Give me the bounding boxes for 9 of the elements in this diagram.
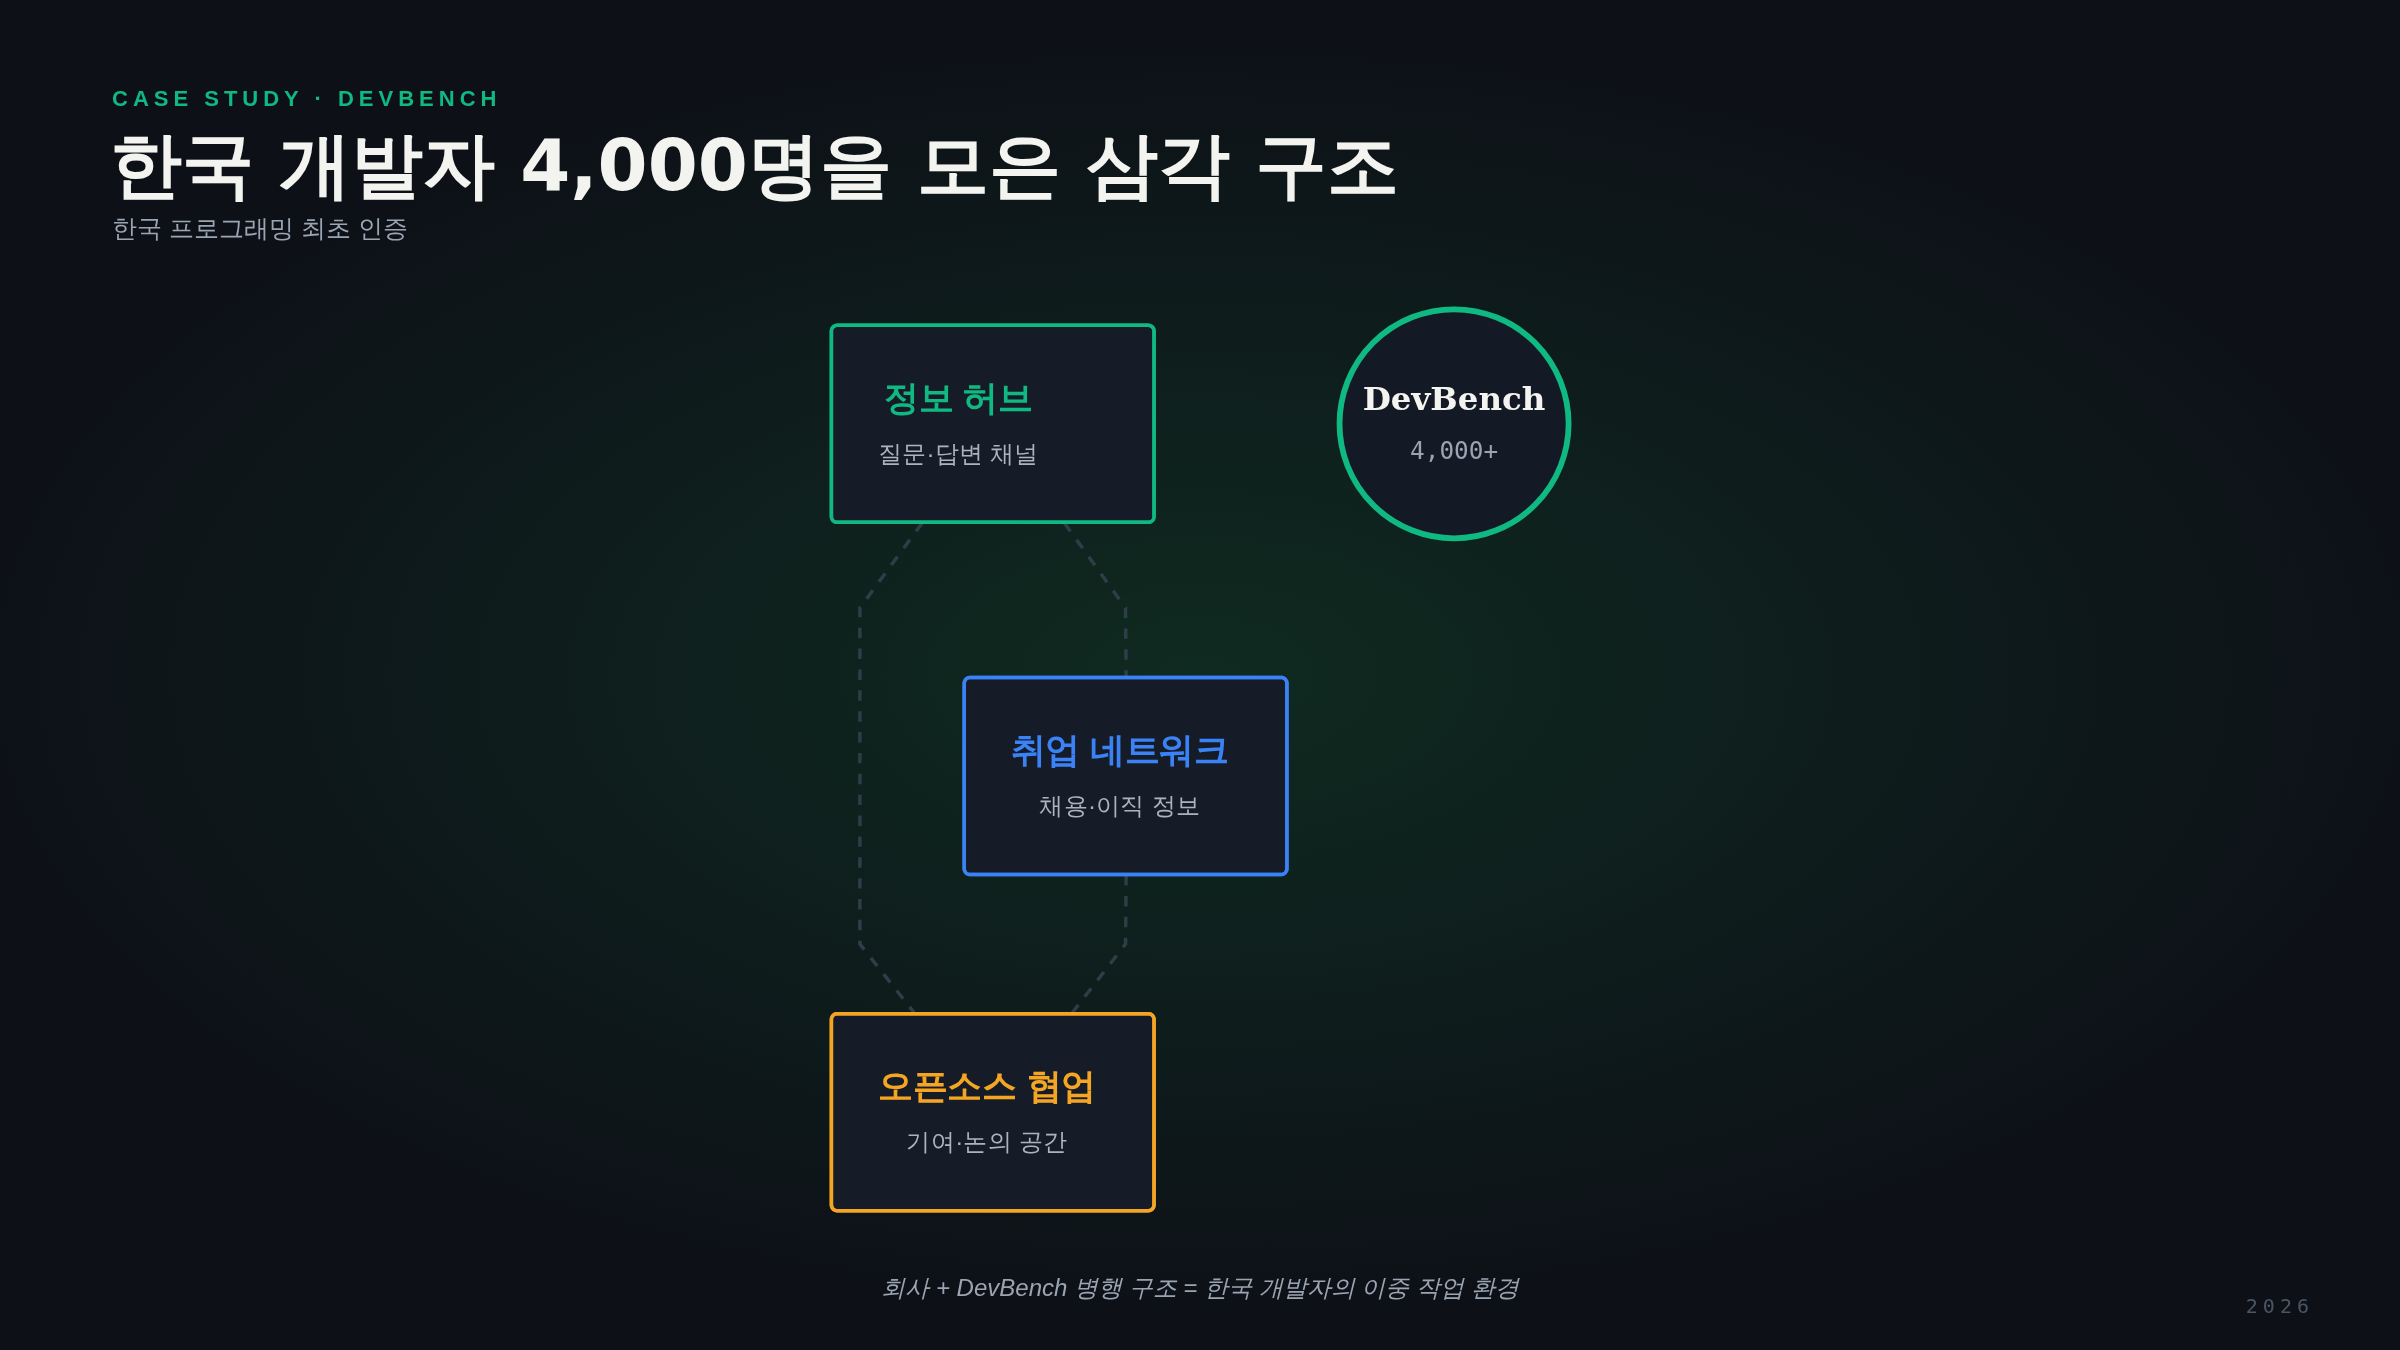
title: 한국 개발자 4,000명을 모은 삼각 구조: [110, 122, 1400, 209]
caption: 회사 + DevBench 병행 구조 = 한국 개발자의 이중 작업 환경: [881, 1273, 1519, 1303]
rounded-box: 정보 허브 질문·답변 채널: [829, 323, 1156, 525]
rounded-box: 오픈소스 협업 기여·논의 공간: [829, 1011, 1156, 1213]
kicker-text: CASE STUDY · DEVBENCH: [112, 86, 502, 112]
circle-node: DevBench 4,000+: [1336, 306, 1572, 542]
subtitle-text: 한국 프로그래밍 최초 인증: [112, 213, 408, 244]
rounded-box: 취업 네트워크 채용·이직 정보: [962, 675, 1289, 877]
footer-text: 2026: [2245, 1294, 2314, 1318]
